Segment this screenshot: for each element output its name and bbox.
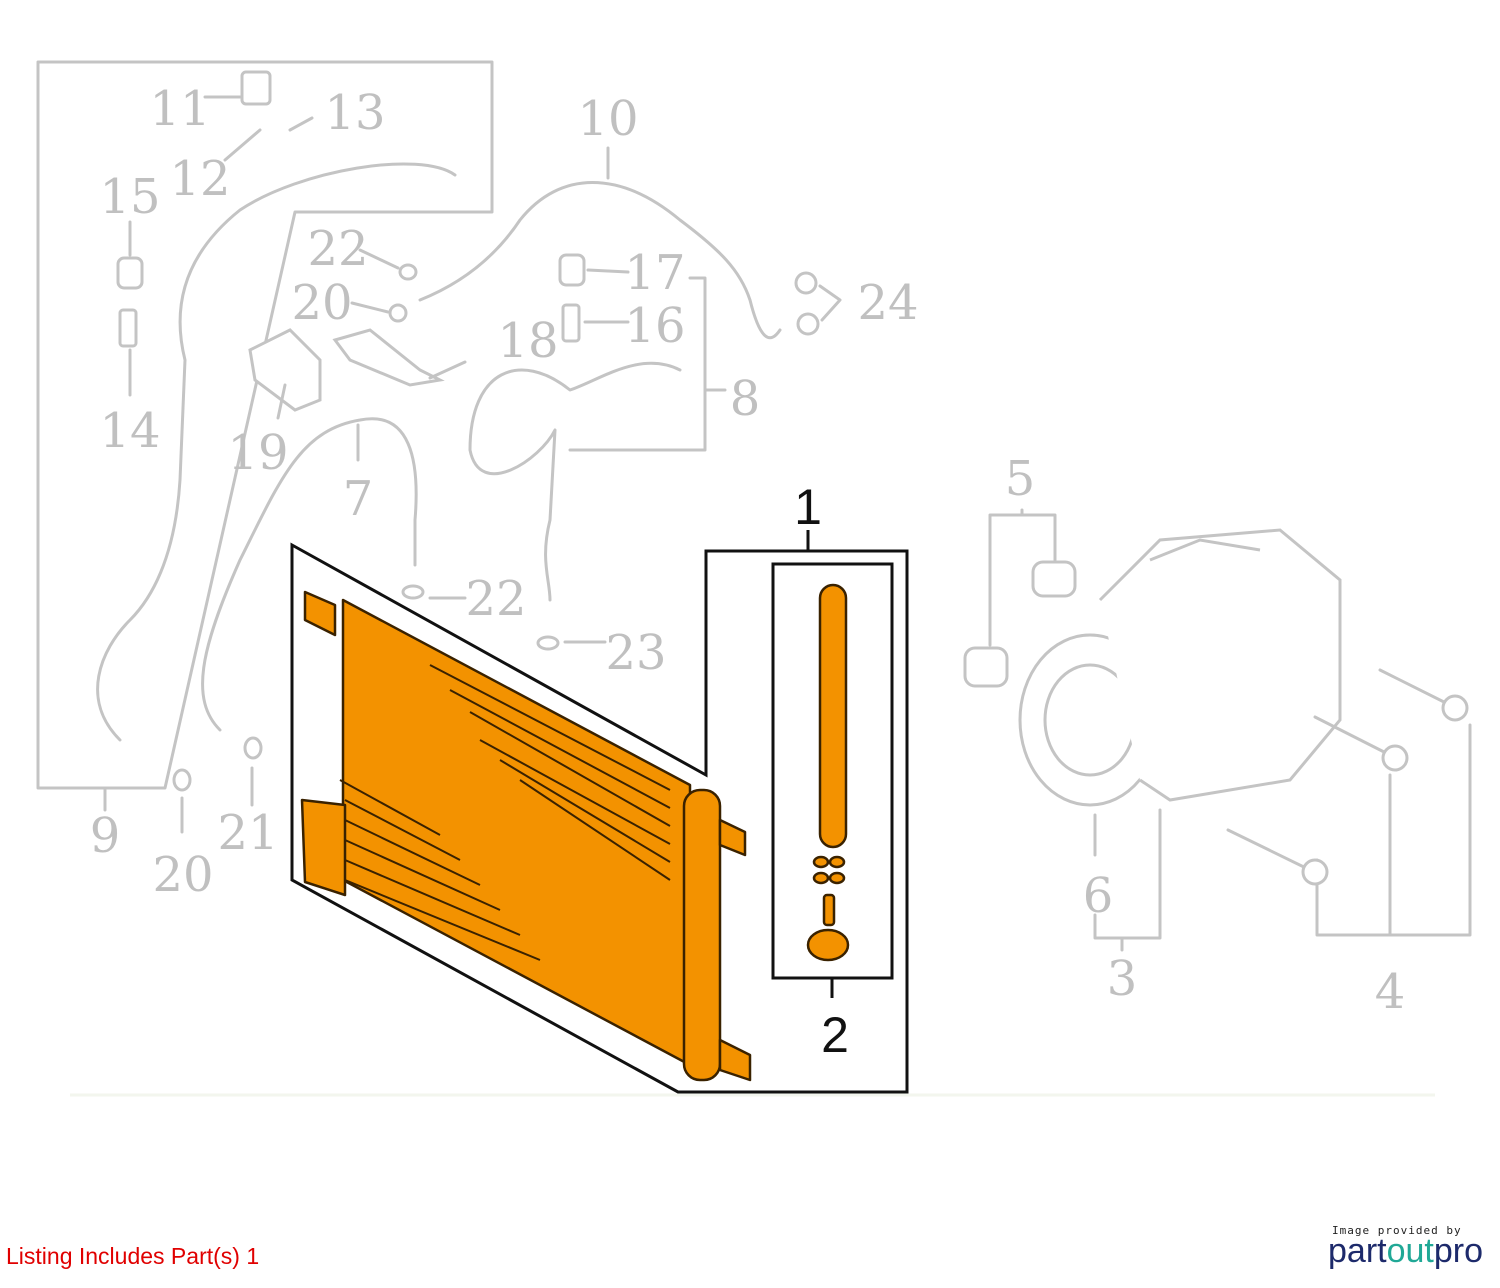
callout-20[interactable]: 20 [291, 275, 352, 331]
leaders [103, 95, 1472, 952]
o-ring-20b [172, 768, 192, 792]
o-ring-23 [536, 635, 560, 651]
callout-22[interactable]: 22 [307, 221, 368, 277]
hose-7 [201, 417, 418, 732]
bracket-19 [248, 328, 322, 412]
o-ring-24b [796, 312, 820, 336]
o-ring-22b [401, 584, 425, 600]
logo-pro: pro [1433, 1232, 1483, 1270]
callout-7[interactable]: 7 [343, 471, 374, 527]
hose-9 [96, 162, 457, 742]
callout-4[interactable]: 4 [1375, 964, 1406, 1020]
callout-12[interactable]: 12 [169, 151, 230, 207]
callout-8[interactable]: 8 [730, 371, 761, 427]
callout-11[interactable]: 11 [149, 81, 210, 137]
callout-18[interactable]: 18 [497, 313, 558, 369]
hose-8 [468, 361, 682, 602]
callout-15[interactable]: 15 [99, 169, 160, 225]
group-box-1 [290, 542, 909, 1094]
group-box-9 [36, 60, 494, 790]
valve-core-14 [118, 308, 138, 348]
o-ring-22 [398, 263, 418, 281]
callout-17[interactable]: 17 [624, 245, 685, 301]
callout-9[interactable]: 9 [90, 808, 121, 864]
callout-24[interactable]: 24 [857, 275, 918, 331]
drier-2 [806, 583, 850, 962]
bushings-5 [963, 560, 1077, 688]
callout-21[interactable]: 21 [217, 805, 278, 861]
bolts-4 [1226, 668, 1469, 886]
logo-part: part [1328, 1232, 1387, 1270]
o-ring-21 [243, 736, 263, 760]
logo-out: out [1386, 1232, 1434, 1270]
callout-23[interactable]: 23 [605, 625, 666, 681]
callout-5[interactable]: 5 [1005, 451, 1036, 507]
o-ring-24a [794, 271, 818, 295]
callout-2[interactable]: 2 [821, 1007, 849, 1063]
callout-22-b[interactable]: 22 [465, 571, 526, 627]
condenser-1 [300, 590, 752, 1082]
image-credit: Image provided by [1332, 1224, 1462, 1237]
callout-16[interactable]: 16 [624, 298, 685, 354]
callout-20-b[interactable]: 20 [152, 847, 213, 903]
callout-6[interactable]: 6 [1083, 868, 1114, 924]
callout-19[interactable]: 19 [227, 425, 288, 481]
o-ring-20 [388, 303, 408, 323]
callout-13[interactable]: 13 [324, 85, 385, 141]
valve-cap-15 [116, 256, 144, 290]
callout-1[interactable]: 1 [794, 479, 822, 535]
compressor-3 [1018, 528, 1342, 807]
listing-includes-text: Listing Includes Part(s) 1 [6, 1243, 260, 1269]
callout-14[interactable]: 14 [99, 403, 160, 459]
valve-cap-17 [558, 253, 586, 287]
bracket-18 [332, 328, 445, 387]
callout-3[interactable]: 3 [1107, 951, 1138, 1007]
hose-10 [418, 181, 782, 340]
partoutpro-logo: partoutpro [1328, 1232, 1483, 1271]
callout-10[interactable]: 10 [577, 91, 638, 147]
valve-core-16 [561, 303, 581, 343]
sensor-11 [240, 70, 272, 106]
